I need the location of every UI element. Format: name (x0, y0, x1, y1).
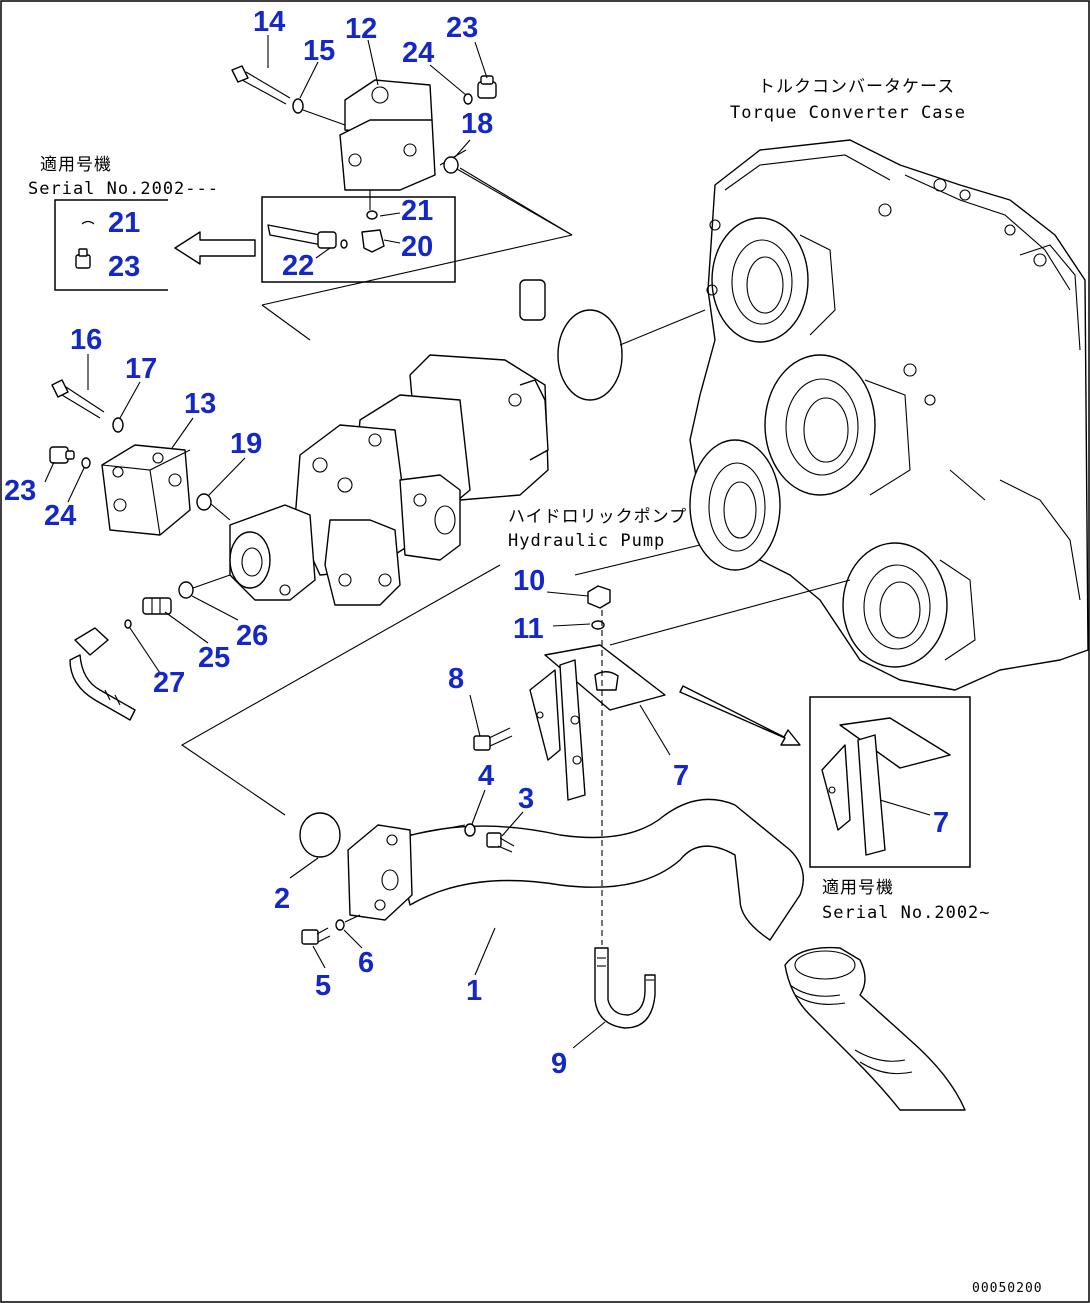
callout-20: 20 (401, 231, 433, 263)
o-ring-19 (196, 493, 212, 511)
valve-block-13 (101, 444, 191, 536)
callout-25: 25 (198, 642, 230, 674)
serial-right-en: Serial No.2002~ (822, 903, 991, 923)
detail-box-bracket (809, 696, 971, 868)
callout-14: 14 (253, 6, 285, 38)
plug-23-top (477, 75, 497, 99)
o-ring-24-left (81, 457, 91, 469)
callout-19: 19 (230, 428, 262, 460)
pump-label-jp: ハイドロリックポンプ (508, 507, 687, 527)
callout-7: 7 (673, 760, 689, 792)
callout-26: 26 (236, 620, 268, 652)
o-ring-24-top (463, 93, 473, 105)
suction-hose (784, 946, 966, 1111)
valve-block-12 (339, 79, 436, 210)
callout-24-top: 24 (402, 37, 434, 69)
bolt-8 (473, 727, 513, 751)
hose-fitting (69, 627, 136, 721)
callout-13: 13 (184, 388, 216, 420)
arrow-left (174, 231, 256, 265)
torque-case-label-jp: トルクコンバータケース (758, 77, 955, 97)
arrow-right (679, 685, 801, 746)
serial-left-jp: 適用号機 (40, 155, 112, 175)
callout-22: 22 (282, 250, 314, 282)
bolt-16 (51, 379, 105, 419)
callout-5: 5 (315, 970, 331, 1002)
torque-case-label-en: Torque Converter Case (730, 103, 966, 123)
callout-12: 12 (345, 13, 377, 45)
hydraulic-pump (229, 279, 549, 606)
callout-11: 11 (513, 613, 544, 645)
bolt-14 (231, 65, 291, 105)
bolt-3 (486, 832, 515, 853)
leader-lines (44, 35, 931, 1049)
nut-10 (587, 585, 611, 609)
callout-23-left: 23 (4, 475, 36, 507)
callout-16: 16 (70, 324, 102, 356)
callout-2: 2 (274, 883, 290, 915)
washer-6 (335, 919, 345, 931)
serial-left-inset (54, 199, 168, 291)
callout-21: 21 (401, 195, 433, 227)
bolt-5 (301, 927, 331, 945)
callout-15: 15 (303, 35, 335, 67)
notes: トルクコンバータケース Torque Converter Case ハイドロリッ… (28, 77, 1043, 1296)
washer-15 (292, 98, 304, 114)
o-ring-18 (443, 156, 459, 174)
o-ring-large (557, 309, 623, 401)
callout-4: 4 (478, 760, 494, 792)
callout-6: 6 (358, 947, 374, 979)
callout-27: 27 (153, 667, 185, 699)
drawing-number: 00050200 (972, 1281, 1043, 1296)
callout-8: 8 (448, 663, 464, 695)
callout-18: 18 (461, 108, 493, 140)
o-ring-26 (178, 581, 194, 599)
o-ring-2 (299, 812, 341, 858)
bracket-7 (529, 644, 666, 801)
callout-1: 1 (466, 975, 482, 1007)
washer-17 (112, 417, 124, 433)
serial-right-jp: 適用号機 (822, 878, 894, 898)
detail-box-fittings (261, 196, 456, 283)
o-ring-27 (124, 619, 132, 629)
callout-10: 10 (513, 565, 545, 597)
callout-17: 17 (125, 353, 157, 385)
suction-tube-1 (347, 798, 804, 941)
washer-11 (591, 620, 605, 630)
callout-23-inset: 23 (108, 251, 140, 283)
callout-23-top: 23 (446, 12, 478, 44)
callouts: 1 2 3 4 5 6 7 7 8 9 10 11 12 13 14 15 16… (4, 6, 949, 1080)
callout-24-left: 24 (44, 500, 76, 532)
serial-left-en: Serial No.2002--- (28, 179, 219, 199)
washer-4 (464, 823, 476, 837)
callout-9: 9 (551, 1048, 567, 1080)
torque-converter-case (689, 139, 1089, 691)
u-bolt-9 (594, 947, 656, 1029)
callout-7-detail: 7 (933, 807, 949, 839)
callout-3: 3 (518, 783, 534, 815)
plug-23-left (49, 446, 75, 464)
pump-label-en: Hydraulic Pump (508, 531, 665, 551)
callout-21-inset: 21 (108, 207, 140, 239)
fitting-25 (142, 597, 172, 615)
